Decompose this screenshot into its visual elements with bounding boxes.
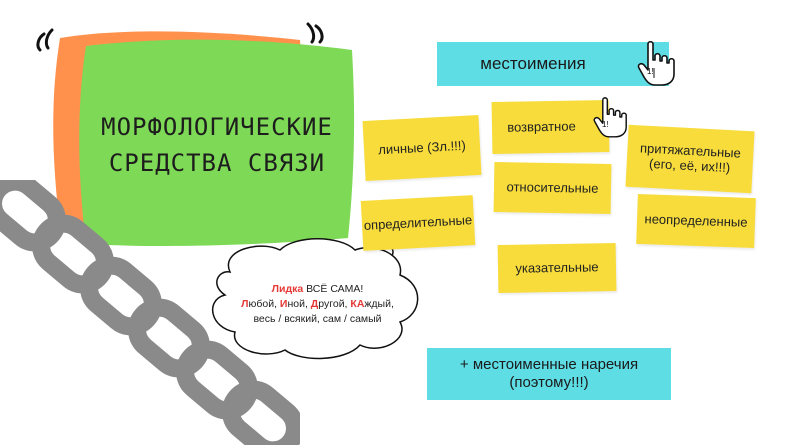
mnemonic-tail: ВСЁ САМА! (303, 283, 364, 295)
hand-badge: 1! (647, 67, 654, 76)
header-box-pronouns: местоимения (437, 42, 669, 86)
sticky-personal: личные (Зл.!!!) (362, 115, 482, 181)
thought-bubble-text: Лидка ВСЁ САМА! Любой, Иной, Другой, КАж… (210, 282, 425, 328)
page-title: МОРФОЛОГИЧЕСКИЕ СРЕДСТВА СВЯЗИ (86, 112, 348, 178)
sticky-indefinite: неопределенные (636, 193, 756, 249)
mnemonic-word: юбой, (248, 298, 280, 311)
chain-illustration (0, 180, 300, 445)
sticky-label: определительные (363, 211, 473, 233)
mnemonic-letter: Д (310, 298, 319, 311)
mnemonic-word: ругой, (318, 298, 351, 311)
sticky-demonstrative: указательные (497, 242, 617, 294)
mnemonic-letter: Л (241, 298, 249, 311)
mnemonic-word: ждый, (364, 298, 394, 311)
mnemonic-letter: И (279, 298, 288, 311)
chain-link (80, 256, 162, 336)
mnemonic-word: ной, (287, 298, 311, 311)
title-line-2: СРЕДСТВА СВЯЗИ (108, 149, 326, 177)
sticky-label: притяжательные (его, её, их!!!) (639, 140, 742, 176)
sticky-possessive: притяжательные (его, её, их!!!) (625, 124, 755, 194)
hand-badge: 1! (602, 120, 609, 129)
chain-link (222, 380, 300, 445)
sticky-attributive: определительные (360, 195, 476, 251)
footer-line-2: (поэтому!!!) (509, 374, 589, 391)
chain-link (32, 214, 114, 294)
mnemonic-line-3: весь / всякий, сам / самый (253, 313, 382, 326)
sticky-label: неопределенные (644, 210, 748, 230)
sticky-label: указательные (515, 258, 599, 276)
title-line-1: МОРФОЛОГИЧЕСКИЕ (101, 113, 333, 141)
mnemonic-letter: КА (350, 298, 365, 311)
title-card-shapes (36, 22, 355, 247)
sticky-relative: относительные (493, 161, 612, 215)
sticky-label: возвратное (507, 118, 576, 135)
hand-pointer-icon (593, 97, 627, 138)
footer-line-1: + местоименные наречия (459, 356, 639, 373)
chain-link (128, 298, 210, 378)
mnemonic-name: Лидка (271, 283, 304, 295)
chain-link (176, 340, 258, 420)
footer-box-adverbs: + местоименные наречия (поэтому!!!) (427, 348, 671, 400)
hand-pointer-icon (637, 40, 675, 86)
sticky-label: личные (Зл.!!!) (377, 137, 467, 157)
header-box-label: местоимения (480, 54, 586, 73)
sticky-label: относительные (506, 178, 599, 196)
